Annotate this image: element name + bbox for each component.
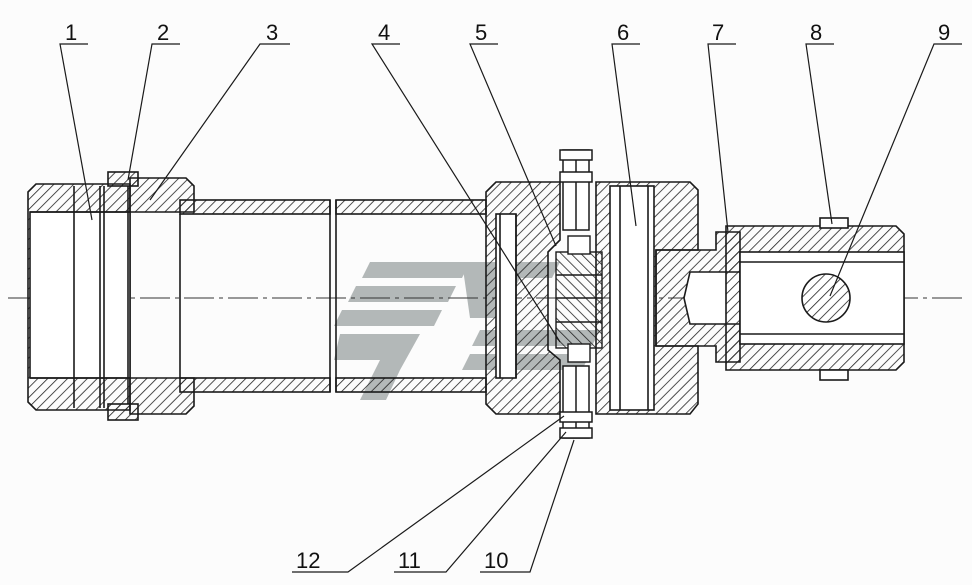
callout-7: 7: [712, 20, 724, 45]
cross-pin: [801, 273, 851, 323]
leader-lines: [59, 43, 962, 573]
callout-6: 6: [617, 20, 629, 45]
callout-12: 12: [296, 548, 320, 573]
callout-4: 4: [378, 20, 390, 45]
bolt-assembly: [559, 149, 593, 439]
seal-stack: [555, 235, 603, 363]
callout-8: 8: [810, 20, 822, 45]
flange-housing: [485, 181, 561, 415]
callout-1: 1: [65, 20, 77, 45]
callout-3: 3: [266, 20, 278, 45]
callout-10: 10: [484, 548, 508, 573]
callout-11: 11: [398, 548, 421, 573]
tube-body: [129, 177, 487, 415]
callout-2: 2: [157, 20, 169, 45]
callout-5: 5: [475, 20, 487, 45]
callout-9: 9: [938, 20, 950, 45]
coupling-shaft: [655, 231, 741, 363]
left-nut: [27, 183, 131, 411]
flange-plate: [595, 181, 699, 415]
